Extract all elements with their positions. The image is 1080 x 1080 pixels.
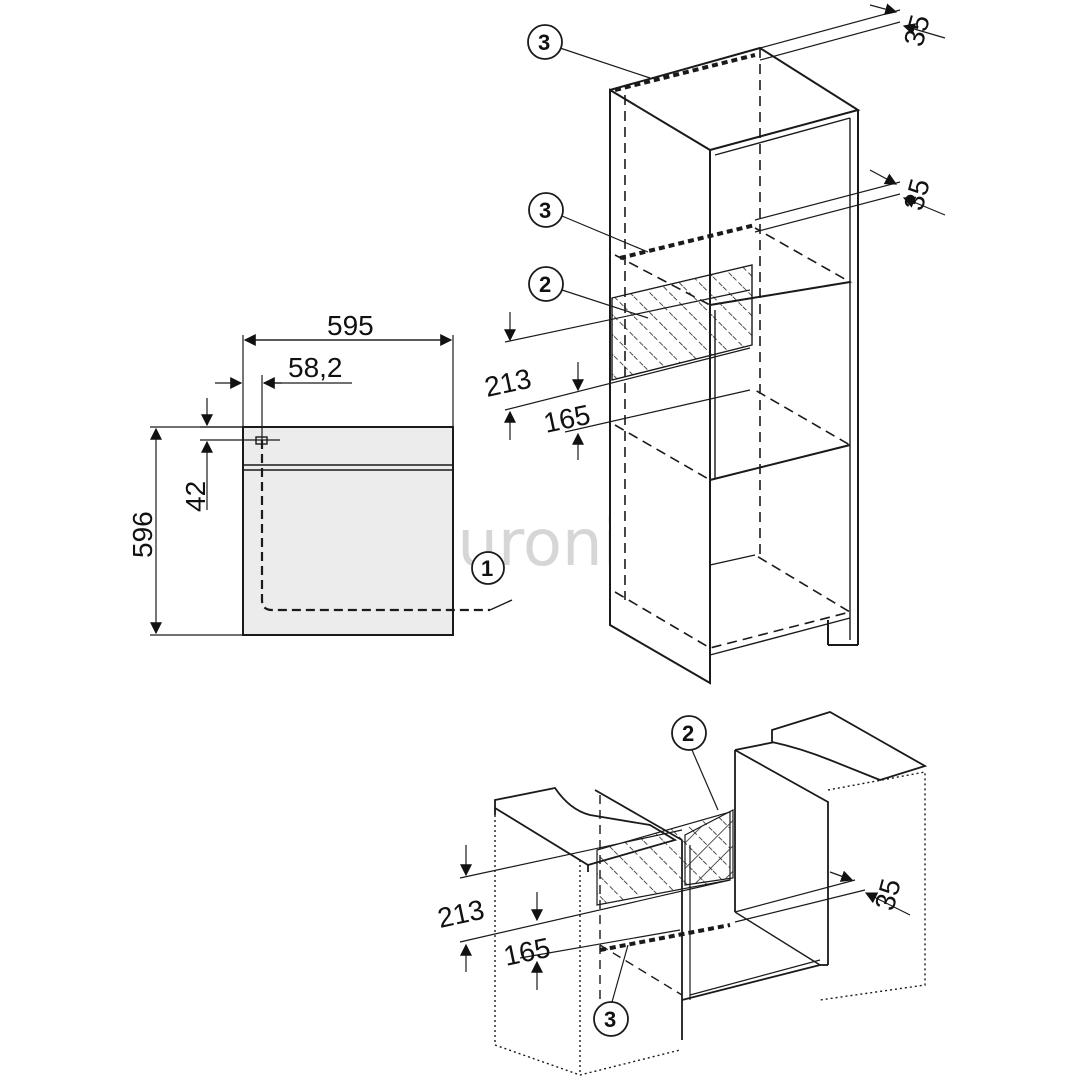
callout-2-base-circle — [671, 715, 707, 751]
callout-3-top-label: 3 — [538, 30, 550, 55]
callout-2-tall-circle — [528, 266, 564, 302]
dim-base-lower-165: 165 — [501, 932, 553, 972]
tall-cabinet-dims — [504, 3, 946, 460]
dim-lower-165: 165 — [541, 399, 593, 439]
vent-area-2 — [611, 264, 753, 381]
callout-1-label: 1 — [481, 556, 493, 581]
dim-height-596: 596 — [127, 511, 158, 558]
callout-3-top-circle — [527, 24, 563, 60]
dim-mid-vent-35: 35 — [898, 175, 936, 213]
base-cabinet-dims — [459, 715, 911, 1037]
dim-top-vent-35: 35 — [898, 11, 936, 49]
callout-3-mid-label: 3 — [539, 198, 551, 223]
dim-gap-42: 42 — [180, 481, 211, 512]
callout-3-base-label: 3 — [604, 1007, 616, 1032]
tall-cabinet — [609, 46, 861, 685]
callout-3-mid-circle — [528, 192, 564, 228]
oven-front-view — [150, 334, 513, 636]
dim-opening-213: 213 — [482, 363, 534, 403]
dim-base-vent-35: 35 — [869, 875, 907, 913]
callout-2-tall-label: 2 — [539, 272, 551, 297]
callout-1-circle — [471, 551, 505, 585]
vent-area-2-base-right — [684, 809, 734, 886]
dim-base-opening-213: 213 — [435, 894, 487, 934]
oven-body — [242, 426, 454, 636]
base-cabinet — [494, 711, 928, 1076]
dim-offset-58-2: 58,2 — [288, 352, 343, 383]
callout-2-base-label: 2 — [682, 721, 694, 746]
dim-width-595: 595 — [327, 310, 374, 341]
oven-front-labels: 595 58,2 42 596 1 — [127, 310, 493, 581]
callout-3-base-circle — [593, 1001, 629, 1037]
